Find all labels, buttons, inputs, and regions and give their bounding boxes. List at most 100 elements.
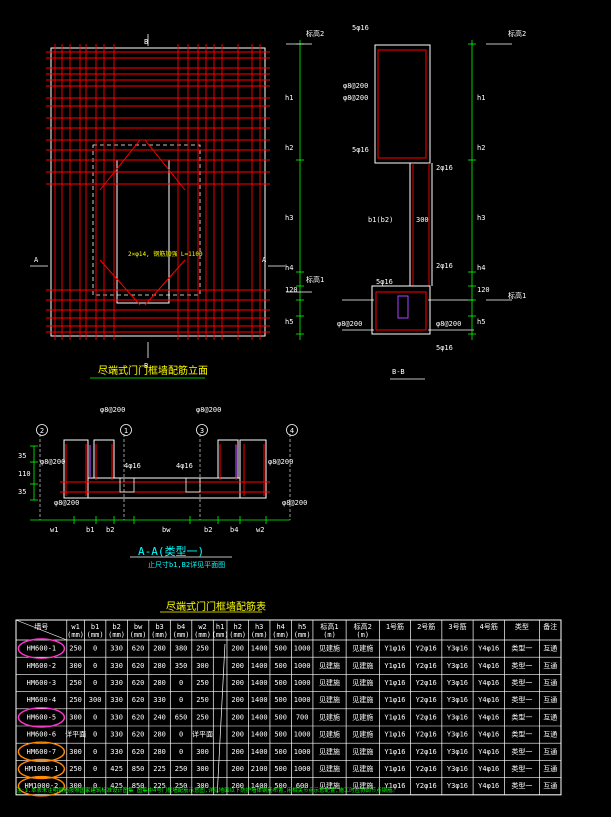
table-cell: 330 — [110, 645, 123, 653]
table-cell: Y2φ16 — [416, 645, 437, 653]
table-cell: HM600-2 — [27, 662, 57, 670]
table-cell: 0 — [179, 696, 183, 704]
bb-dim-label: h1 — [477, 94, 485, 102]
table-header-unit: (m) — [323, 631, 336, 639]
table-cell: 互通 — [543, 730, 557, 739]
table-cell: 250 — [196, 713, 209, 721]
table-cell: HM600-5 — [27, 713, 57, 721]
table-cell: 类型一 — [511, 712, 532, 721]
table-slash — [216, 643, 226, 793]
table-cell: 1000 — [294, 662, 311, 670]
table-cell: Y2φ16 — [416, 679, 437, 687]
table-cell: Y2φ16 — [416, 748, 437, 756]
aa-pier-2 — [217, 439, 239, 479]
table-cell: 200 — [231, 662, 244, 670]
table-header: 备注 — [543, 622, 557, 631]
table-cell: 见建施 — [319, 644, 340, 653]
table-cell: 200 — [231, 782, 244, 790]
table-cell: 280 — [153, 731, 166, 739]
table-cell: 见建施 — [352, 661, 373, 670]
table-header: b1 — [91, 623, 99, 631]
table-header: 类型 — [515, 622, 529, 631]
bb-dim-label: h5 — [477, 318, 485, 326]
aa-label: φ8@200 — [40, 458, 65, 466]
table-cell: 330 — [110, 731, 123, 739]
table-header-unit: (mm) — [130, 631, 147, 639]
bb-elev-top: 标高2 — [306, 29, 324, 38]
table-cell: 0 — [93, 765, 97, 773]
table-header: 2号筋 — [417, 622, 435, 631]
axis-bubble-label: 1 — [124, 427, 128, 435]
table-cell: 250 — [196, 696, 209, 704]
table-cell: Y4φ16 — [478, 731, 499, 739]
table-cell: 250 — [69, 679, 82, 687]
aa-subtitle: 止尺寸b1,B2详见平面图 — [148, 560, 225, 569]
table-cell: Y3φ16 — [447, 731, 468, 739]
section-bb — [286, 40, 512, 380]
bb-label: 2φ16 — [436, 262, 453, 270]
bb-dim-label: h5 — [285, 318, 293, 326]
table-cell: 互通 — [543, 644, 557, 653]
table-header-diagonal — [15, 619, 67, 641]
table-cell: 330 — [110, 679, 123, 687]
table-cell: 0 — [93, 713, 97, 721]
table-cell: Y3φ16 — [447, 679, 468, 687]
table-cell: 850 — [132, 782, 145, 790]
table-header: 墙号 — [34, 622, 48, 631]
table-cell: Y1φ16 — [384, 662, 405, 670]
table-cell: HM600-1 — [27, 645, 57, 653]
table-cell: 类型一 — [511, 678, 532, 687]
table-header-unit: (mm) — [251, 631, 268, 639]
table-cell: 0 — [179, 731, 183, 739]
table-cell: 类型一 — [511, 781, 532, 790]
bb-elev-top-2: 标高2 — [508, 29, 526, 38]
table-cell: 280 — [153, 662, 166, 670]
table-header: bw — [134, 623, 143, 631]
table-cell: Y4φ16 — [478, 645, 499, 653]
table-cell: Y1φ16 — [384, 765, 405, 773]
table-header: 4号筋 — [480, 622, 498, 631]
axis-bubble — [36, 424, 48, 436]
axis-bubble — [120, 424, 132, 436]
table-cell: 见建施 — [319, 661, 340, 670]
aa-label: φ8@200 — [282, 499, 307, 507]
table-cell: Y3φ16 — [447, 748, 468, 756]
table-cell: 1400 — [251, 713, 268, 721]
aa-pier-1 — [93, 439, 115, 479]
row-highlight-ellipse — [17, 741, 66, 763]
section-aa — [30, 434, 291, 558]
row-highlight-ellipse — [17, 758, 66, 780]
table-cell: 250 — [196, 679, 209, 687]
aa-label: 4φ16 — [124, 462, 141, 470]
table-cell: 见建施 — [352, 730, 373, 739]
table-cell: 见建施 — [352, 695, 373, 704]
table-cell: 1400 — [251, 696, 268, 704]
table-cell: 见建施 — [319, 730, 340, 739]
table-cell: 250 — [69, 696, 82, 704]
table-cell: 500 — [274, 679, 287, 687]
table-cell: HM600-3 — [27, 679, 57, 687]
table-cell: 见建施 — [352, 712, 373, 721]
table-cell: Y3φ16 — [447, 696, 468, 704]
table-header: 3号筋 — [448, 622, 466, 631]
table-cell: 330 — [110, 696, 123, 704]
bb-label: b1(b2) — [368, 216, 393, 224]
table-cell: 620 — [132, 679, 145, 687]
bb-lower-inner — [397, 295, 409, 319]
aa-dim-label: 35 — [18, 488, 26, 496]
table-cell: 380 — [175, 645, 188, 653]
table-cell: 300 — [196, 782, 209, 790]
table-cell: 0 — [93, 782, 97, 790]
table-cell: 详平面 — [192, 730, 213, 739]
aa-dim-label: b1 — [86, 526, 94, 534]
bb-lower-block — [371, 285, 431, 335]
table-cell: 1000 — [294, 679, 311, 687]
table-cell: Y1φ16 — [384, 645, 405, 653]
table-cell: 见建施 — [319, 695, 340, 704]
table-cell: 250 — [69, 765, 82, 773]
table-cell: 500 — [274, 731, 287, 739]
table-cell: 1000 — [294, 731, 311, 739]
table-cell: 200 — [231, 713, 244, 721]
table-cell: 500 — [274, 782, 287, 790]
table-cell: 0 — [179, 679, 183, 687]
